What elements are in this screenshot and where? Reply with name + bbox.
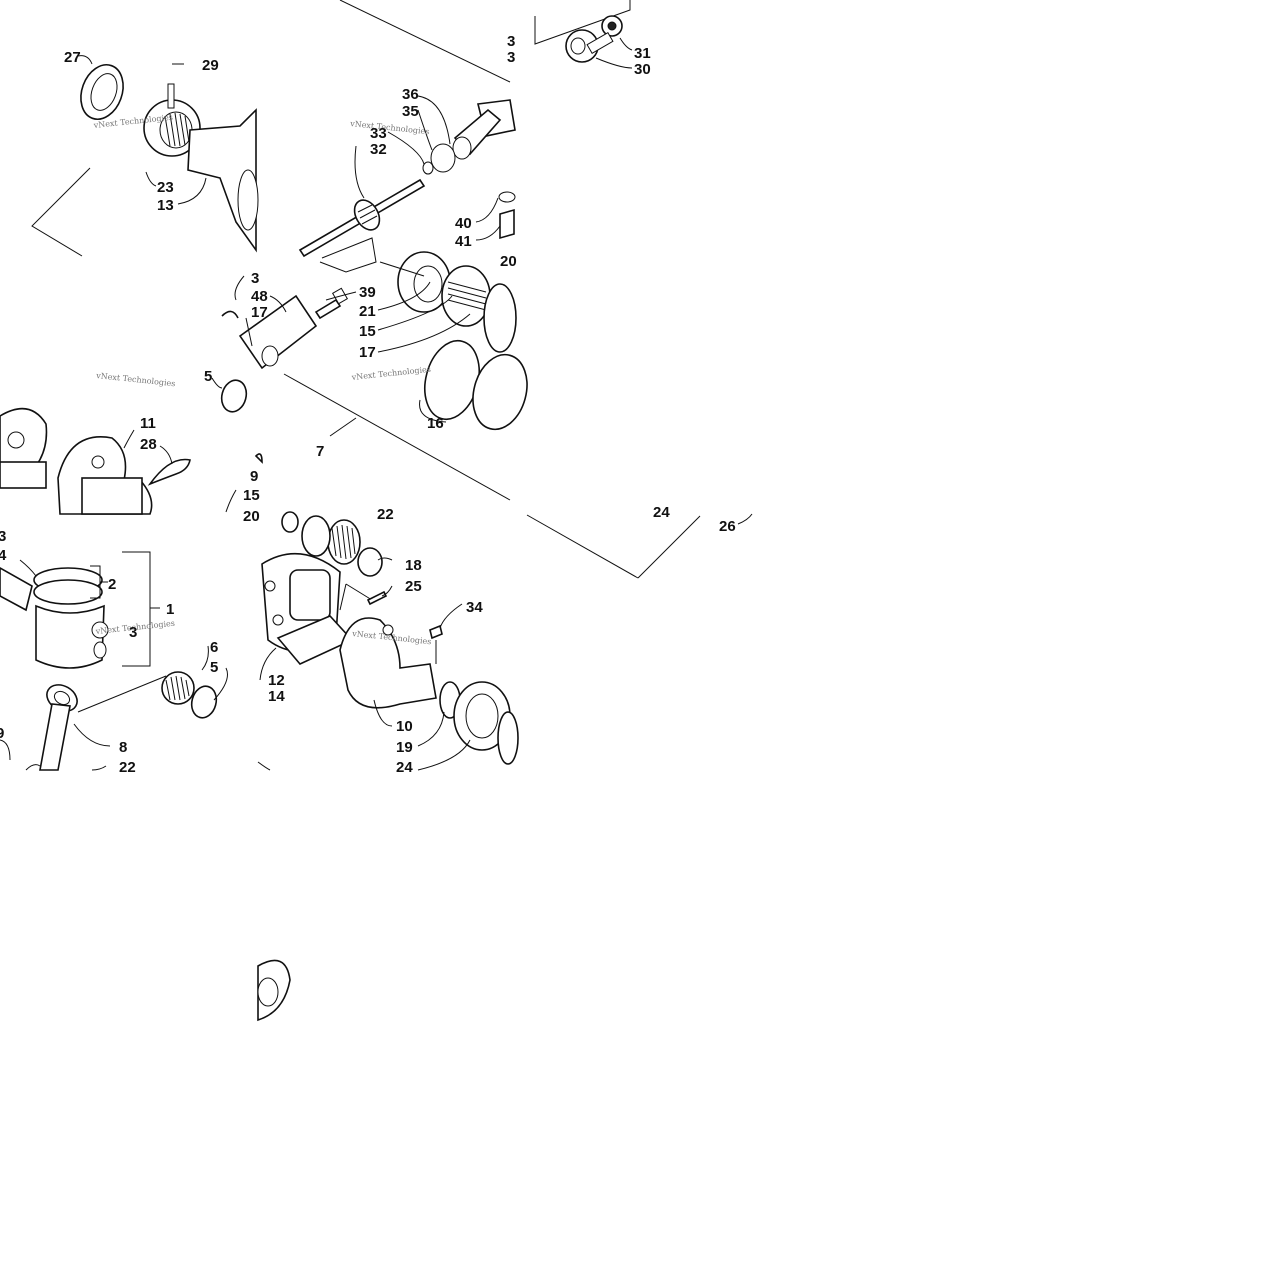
piston-part [35, 604, 109, 669]
pin-clip-part [93, 641, 107, 659]
retaining-ring-part [357, 547, 383, 577]
callout-40: 40 [455, 215, 472, 232]
callout-5: 5 [204, 368, 212, 385]
needle-bearing-part [161, 671, 195, 705]
needle-bearing-part [327, 519, 361, 565]
crankshaft-half-part [339, 617, 437, 709]
oil-seal-part [257, 959, 291, 1022]
thrust-washer-part [190, 685, 218, 719]
callout-9: 9 [0, 725, 4, 742]
callout-24: 24 [396, 759, 413, 776]
tile-bottom-left [0, 551, 228, 771]
callout-48: 48 [251, 288, 268, 305]
callout-26: 26 [719, 518, 736, 535]
callout-3: 3 [507, 33, 515, 50]
callout-31: 31 [634, 45, 651, 62]
ball-bearing-part [453, 681, 511, 751]
callout-2: 2 [108, 576, 116, 593]
callout-30: 30 [634, 61, 651, 78]
callout-17: 17 [359, 344, 376, 361]
callout-28: 28 [140, 436, 157, 453]
gear-shaft-part [298, 178, 426, 258]
callout-16: 16 [427, 415, 444, 432]
callout-12: 12 [268, 672, 285, 689]
callout-35: 35 [402, 103, 419, 120]
callout-33: 33 [370, 125, 387, 142]
tile-top-right [526, 0, 753, 579]
watermark-text: vNext Technologies [350, 365, 431, 382]
bearing-cap-part [565, 15, 623, 63]
oil-seal-part [80, 64, 124, 120]
bolt-part [314, 287, 349, 320]
crank-web-part [57, 436, 153, 515]
tile-top-left [31, 55, 259, 257]
callout-22: 22 [377, 506, 394, 523]
callout-3: 3 [507, 49, 515, 66]
callout-25: 25 [405, 578, 422, 595]
callout-36: 36 [402, 86, 419, 103]
callout-32: 32 [370, 141, 387, 158]
callout-15: 15 [359, 323, 376, 340]
callout-3: 3 [251, 270, 259, 287]
callout-11: 11 [140, 415, 156, 432]
thrust-washer-part [220, 379, 248, 413]
tile-top-center [298, 0, 528, 431]
callout-18: 18 [405, 557, 422, 574]
watermark-text: vNext Technologies [95, 371, 176, 388]
callout-8: 8 [119, 739, 127, 756]
o-ring-part [430, 143, 456, 173]
callout-7: 7 [316, 443, 324, 460]
crank-wheel-part [0, 407, 48, 489]
callout-39: 39 [359, 284, 376, 301]
connecting-rod-part [39, 684, 78, 771]
callout-41: 41 [455, 233, 472, 250]
callout-14: 14 [268, 688, 285, 705]
watermark-text: vNext Technologies [349, 119, 430, 136]
callout-1: 1 [166, 601, 174, 618]
plate-part [221, 294, 318, 370]
callout-10: 10 [396, 718, 413, 735]
callout-3: 3 [0, 528, 6, 545]
callout-15: 15 [243, 487, 260, 504]
callout-24: 24 [653, 504, 670, 521]
woodruff-key-part [429, 624, 443, 640]
callout-20: 20 [243, 508, 260, 525]
callout-13: 13 [157, 197, 174, 214]
drive-gear-part [397, 251, 517, 353]
piston-pin-part [0, 567, 33, 612]
callout-29: 29 [202, 57, 219, 74]
callout-22: 22 [119, 759, 136, 776]
screw-part [366, 590, 388, 606]
crankshaft-half-part [187, 108, 259, 253]
callout-21: 21 [359, 303, 376, 320]
callout-34: 34 [466, 599, 483, 616]
callout-19: 19 [396, 739, 413, 756]
callout-20: 20 [500, 253, 517, 270]
circlip-part [147, 458, 191, 486]
callout-4: 4 [0, 547, 7, 564]
callout-23: 23 [157, 179, 174, 196]
callout-9: 9 [250, 468, 258, 485]
flange-part [452, 99, 516, 160]
callout-27: 27 [64, 49, 81, 66]
plug-part [498, 191, 516, 240]
callout-5: 5 [210, 659, 218, 676]
callout-labels: 27 29 23 13 3 3 31 30 36 35 33 32 40 41 … [0, 33, 736, 776]
callout-17: 17 [251, 304, 268, 321]
tile-bottom-center [257, 511, 519, 1022]
washer-part [422, 161, 434, 175]
tile-middle-left [0, 275, 511, 515]
callout-3: 3 [129, 624, 137, 641]
callout-6: 6 [210, 639, 218, 656]
